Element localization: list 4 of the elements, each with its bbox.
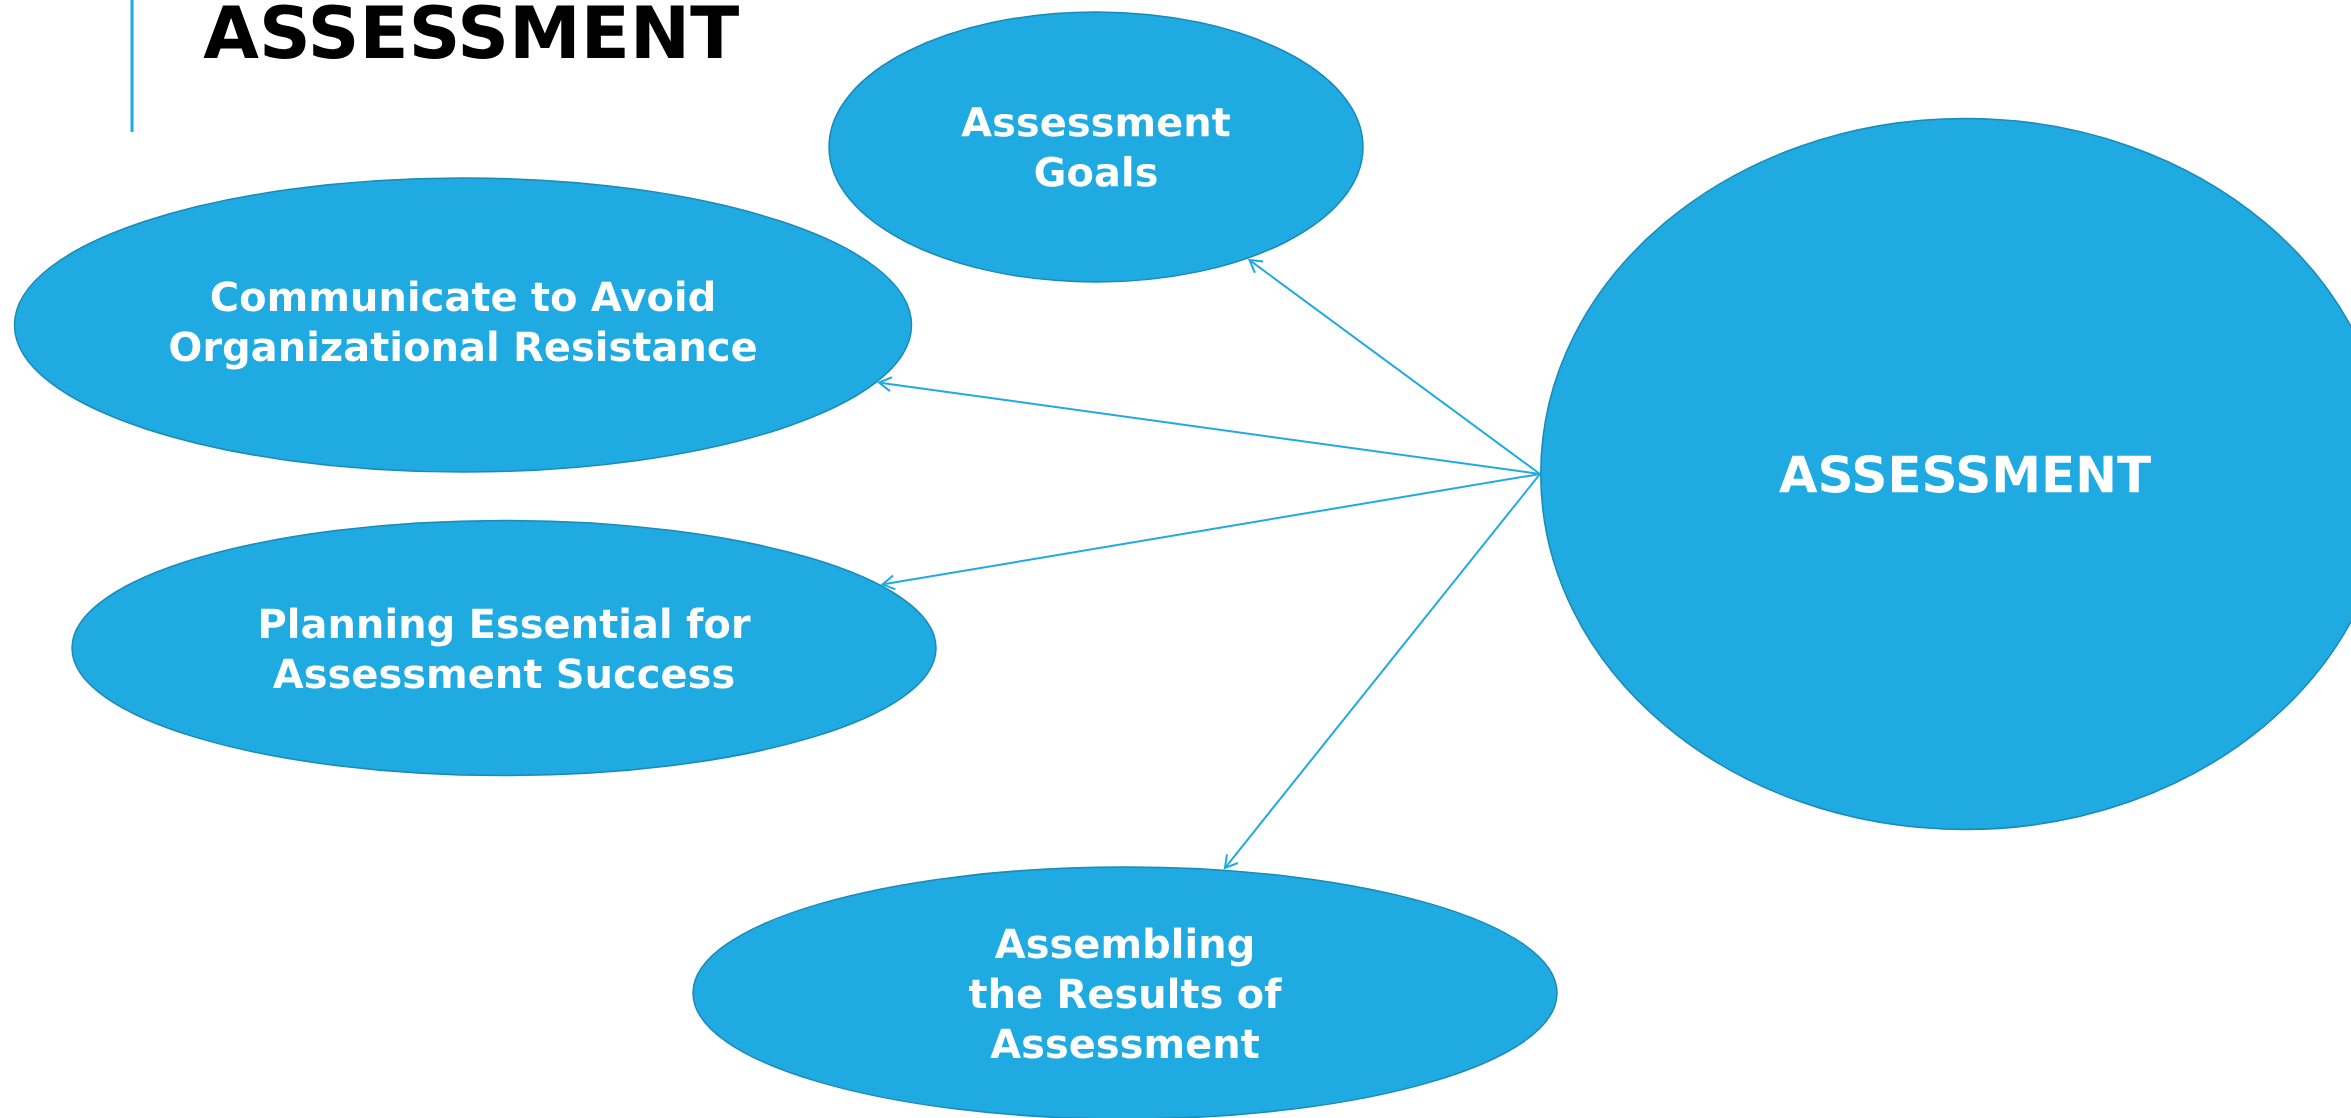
title: ASSESSMENT (203, 4, 739, 59)
arrow (880, 473, 1541, 591)
arrow (1247, 258, 1541, 475)
arrow (1223, 473, 1541, 870)
